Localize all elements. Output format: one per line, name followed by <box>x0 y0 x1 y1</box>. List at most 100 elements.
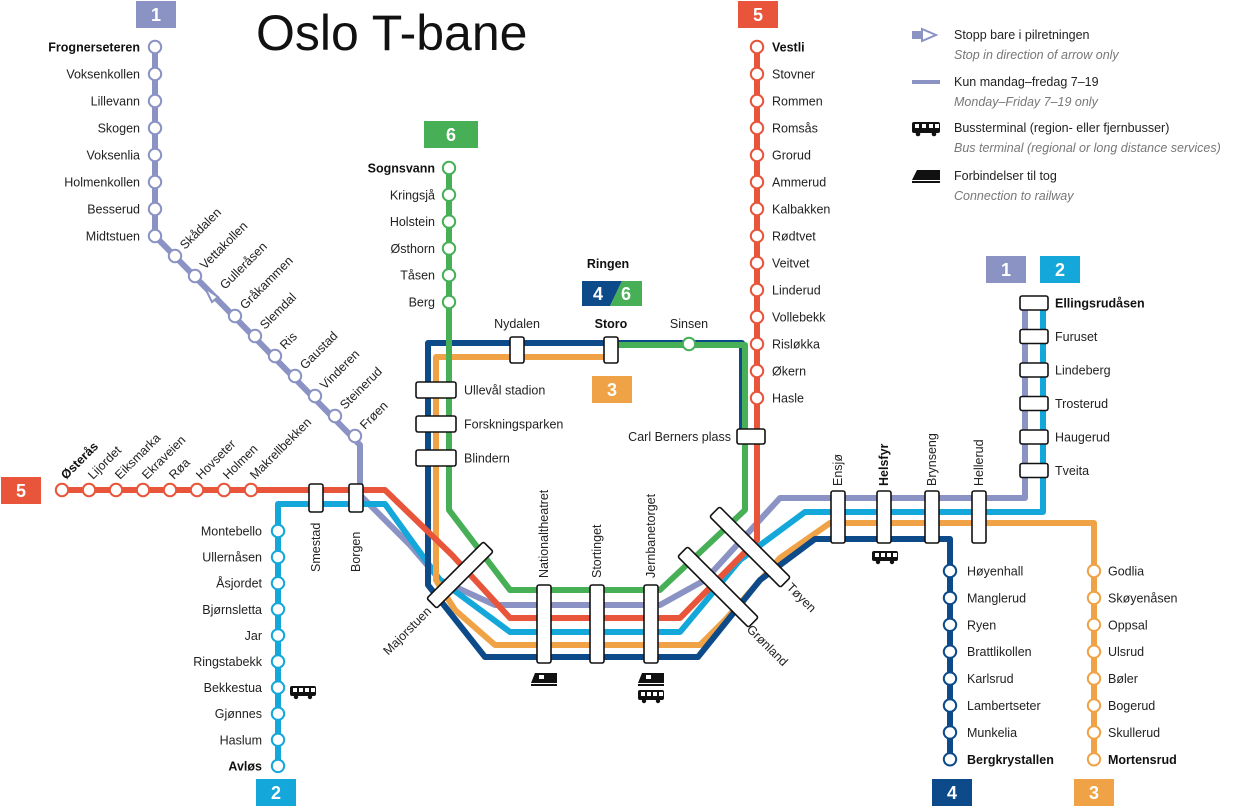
station-ryen[interactable] <box>942 617 958 632</box>
station-rodtvet[interactable] <box>749 228 765 244</box>
station-hasle[interactable] <box>749 390 765 406</box>
station-sognsvann[interactable] <box>441 160 457 176</box>
station-ris[interactable] <box>267 348 283 364</box>
station-besserud[interactable] <box>147 201 163 217</box>
station-skullerud[interactable] <box>1086 725 1102 740</box>
station-manglerud[interactable] <box>942 590 958 606</box>
station-avlos[interactable] <box>270 758 286 774</box>
station-mortensrud[interactable] <box>1086 752 1102 767</box>
station-vettakollen[interactable] <box>187 268 203 284</box>
station-brynseng[interactable] <box>924 490 940 544</box>
station-vinderen[interactable] <box>307 388 323 404</box>
station-munkelia[interactable] <box>942 725 958 740</box>
station-gaustad[interactable] <box>287 368 303 384</box>
station-stortinget[interactable] <box>589 584 605 664</box>
station-helsfyr[interactable] <box>876 490 892 544</box>
station-tveita[interactable] <box>1019 462 1049 479</box>
station-voksenlia[interactable] <box>147 147 163 163</box>
station-vollebekk[interactable] <box>749 309 765 325</box>
station-boler[interactable] <box>1086 671 1102 686</box>
station-voksenkollen[interactable] <box>147 66 163 82</box>
station-froen[interactable] <box>347 428 363 444</box>
station-furuset[interactable] <box>1019 328 1049 345</box>
station-vestli[interactable] <box>749 39 765 55</box>
station-haugerud[interactable] <box>1019 429 1049 445</box>
station-trosterud[interactable] <box>1019 395 1049 412</box>
station-jernbanetorget[interactable] <box>643 584 659 664</box>
station-berg[interactable] <box>441 294 457 310</box>
station-grorud[interactable] <box>749 147 765 163</box>
station-holmenkollen[interactable] <box>147 174 163 190</box>
station-lindeberg[interactable] <box>1019 362 1049 378</box>
station-bekkestua[interactable] <box>270 680 286 695</box>
station-lambertseter[interactable] <box>942 698 958 713</box>
station-brattlikollen[interactable] <box>942 644 958 659</box>
station-label-frognerseteren: Frognerseteren <box>48 41 140 55</box>
station-borgen[interactable] <box>348 483 364 513</box>
station-nydalen[interactable] <box>509 336 525 364</box>
station-carl-berners-plass[interactable] <box>736 428 766 445</box>
station-osthorn[interactable] <box>441 241 457 256</box>
station-hoyenhall[interactable] <box>942 563 958 579</box>
station-eiksmarka[interactable] <box>108 482 124 498</box>
station-karlsrud[interactable] <box>942 671 958 686</box>
station-skadalen[interactable] <box>167 248 183 264</box>
station-label-sinsen: Sinsen <box>670 317 708 331</box>
station-romsas[interactable] <box>749 120 765 136</box>
station-rommen[interactable] <box>749 93 765 109</box>
station-kalbakken[interactable] <box>749 201 765 217</box>
station-smestad[interactable] <box>308 483 324 513</box>
station-label-berg: Berg <box>409 296 435 310</box>
station-frognerseteren[interactable] <box>147 39 163 55</box>
station-nationaltheatret[interactable] <box>536 584 552 664</box>
station-roa[interactable] <box>162 482 178 498</box>
station-tasen[interactable] <box>441 268 457 283</box>
station-ellingsrudasen[interactable] <box>1019 295 1049 311</box>
station-ulsrud[interactable] <box>1086 644 1102 659</box>
station-majorstuen[interactable] <box>426 541 494 609</box>
station-ringstabekk[interactable] <box>270 654 286 669</box>
station-forskningsparken[interactable] <box>415 415 457 433</box>
station-gronland[interactable] <box>677 546 759 628</box>
station-holstein[interactable] <box>441 214 457 229</box>
station-linderud[interactable] <box>749 282 765 298</box>
station-ekraveien[interactable] <box>135 482 151 498</box>
station-godlia[interactable] <box>1086 563 1102 579</box>
station-holmen[interactable] <box>216 482 232 498</box>
station-stovner[interactable] <box>749 66 765 82</box>
legend-text-0: Stopp bare i pilretningen <box>954 28 1090 42</box>
station-hovseter[interactable] <box>189 482 205 498</box>
station-lillevann[interactable] <box>147 93 163 109</box>
station-slemdal[interactable] <box>247 328 263 344</box>
station-ammerud[interactable] <box>749 174 765 190</box>
station-hellerud[interactable] <box>971 490 987 544</box>
station-montebello[interactable] <box>270 523 286 539</box>
station-storo[interactable] <box>603 336 619 364</box>
station-bogerud[interactable] <box>1086 698 1102 713</box>
station-jar[interactable] <box>270 628 286 643</box>
station-osteras[interactable] <box>54 482 70 498</box>
station-bjornsletta[interactable] <box>270 602 286 617</box>
station-kringsja[interactable] <box>441 187 457 203</box>
station-asjordet[interactable] <box>270 576 286 591</box>
station-makrellbekken[interactable] <box>243 482 259 498</box>
station-steinerud[interactable] <box>327 408 343 424</box>
station-skogen[interactable] <box>147 120 163 136</box>
station-gjonnes[interactable] <box>270 706 286 721</box>
station-ulleval-stadion[interactable] <box>415 381 457 399</box>
station-lijordet[interactable] <box>81 482 97 498</box>
station-ensjo[interactable] <box>830 490 846 544</box>
station-toyen[interactable] <box>709 506 791 588</box>
station-haslum[interactable] <box>270 732 286 747</box>
station-midtstuen[interactable] <box>147 228 163 244</box>
station-skoyenasen[interactable] <box>1086 590 1102 606</box>
station-okern[interactable] <box>749 363 765 379</box>
station-blindern[interactable] <box>415 449 457 467</box>
station-ullernasen[interactable] <box>270 549 286 565</box>
station-veitvet[interactable] <box>749 255 765 271</box>
station-sinsen[interactable] <box>681 336 697 352</box>
station-grakammen[interactable] <box>227 308 243 324</box>
station-rislokka[interactable] <box>749 336 765 352</box>
station-bergkrystallen[interactable] <box>942 752 958 767</box>
station-oppsal[interactable] <box>1086 617 1102 632</box>
